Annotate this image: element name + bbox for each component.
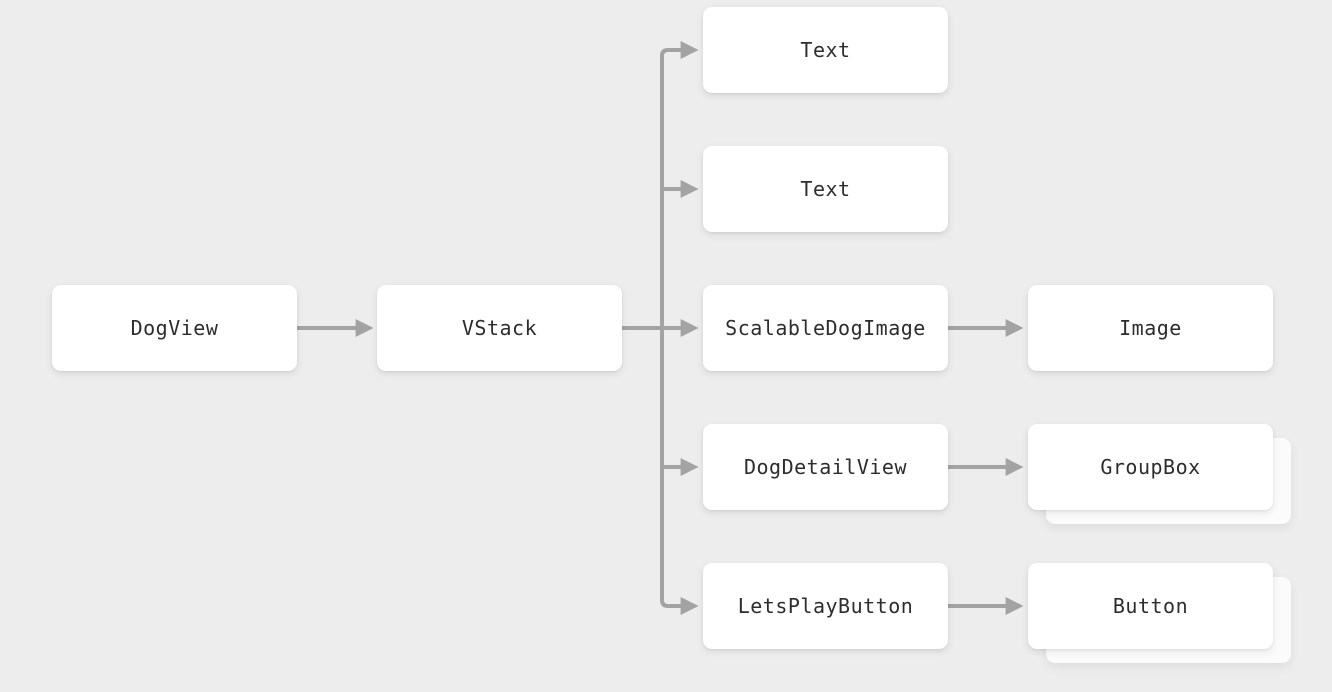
node-button: Button: [1028, 563, 1273, 649]
node-groupbox: GroupBox: [1028, 424, 1273, 510]
node-dogview: DogView: [52, 285, 297, 371]
node-dogdetailview: DogDetailView: [703, 424, 948, 510]
node-scalabledogimage: ScalableDogImage: [703, 285, 948, 371]
node-image: Image: [1028, 285, 1273, 371]
node-letsplaybutton: LetsPlayButton: [703, 563, 948, 649]
node-text-2: Text: [703, 146, 948, 232]
node-vstack: VStack: [377, 285, 622, 371]
node-vstack-label: VStack: [461, 316, 538, 340]
node-text-1-label: Text: [800, 38, 851, 62]
node-scalabledogimage-label: ScalableDogImage: [725, 316, 926, 340]
node-dogview-label: DogView: [130, 316, 219, 340]
node-letsplaybutton-label: LetsPlayButton: [737, 594, 914, 618]
node-text-1: Text: [703, 7, 948, 93]
node-image-label: Image: [1119, 316, 1182, 340]
node-button-label: Button: [1112, 594, 1189, 618]
node-dogdetailview-label: DogDetailView: [743, 455, 908, 479]
node-text-2-label: Text: [800, 177, 851, 201]
node-groupbox-label: GroupBox: [1100, 455, 1201, 479]
